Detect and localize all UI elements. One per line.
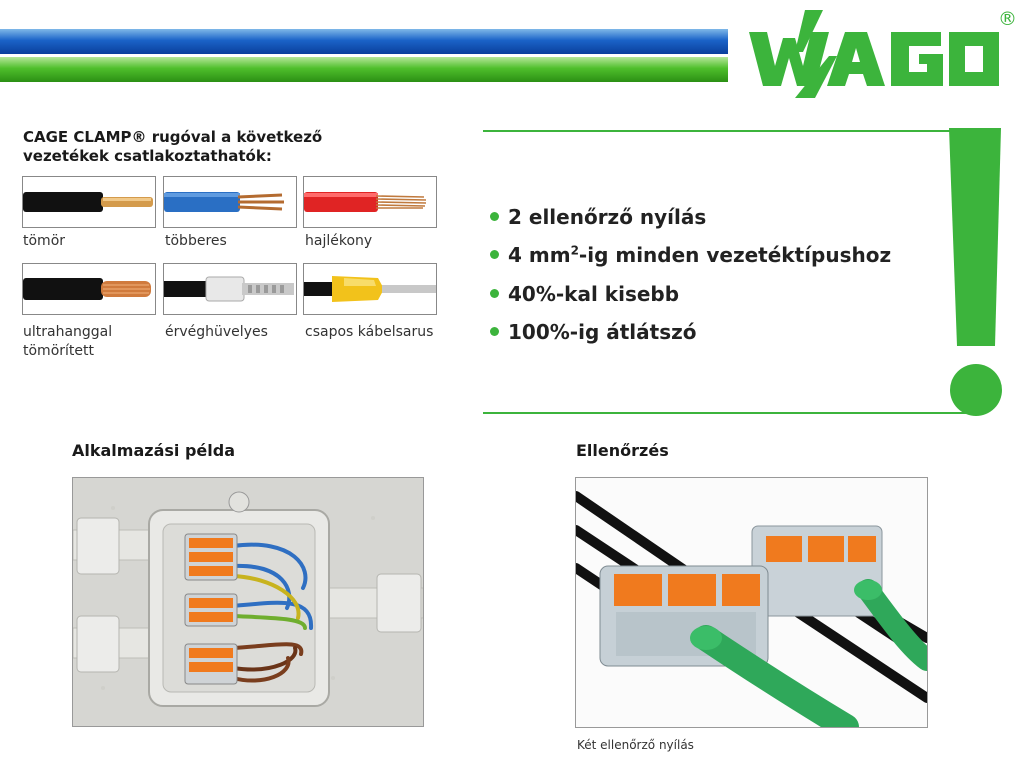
application-photo (72, 477, 424, 727)
wire-label-pin-terminal: csapos kábelsarus (305, 324, 434, 340)
feature-text-sup: 2 (570, 243, 579, 258)
bullet-icon (490, 289, 499, 298)
check-photo (575, 477, 928, 728)
registered-mark: ® (998, 8, 1017, 30)
solid-wire-icon (22, 176, 156, 228)
wire-label-ferrule: érvéghüvelyes (165, 324, 268, 340)
ultrasonic-compacted-wire-icon (22, 263, 156, 315)
feature-item: 100%-ig átlátszó (490, 320, 696, 344)
application-heading: Alkalmazási példa (72, 441, 235, 460)
header-green-stripe (0, 57, 728, 82)
wire-label-solid: tömör (23, 233, 66, 249)
feature-bottom-rule (483, 412, 977, 414)
wire-label-flexible: hajlékony (305, 233, 373, 249)
flexible-wire-icon (303, 176, 437, 228)
check-photo-caption: Két ellenőrző nyílás (577, 738, 694, 752)
wire-label-ultrasonic: ultrahanggal tömörített (23, 324, 113, 359)
feature-text: 2 ellenőrző nyílás (508, 205, 707, 229)
feature-item: 4 mm2-ig minden vezetéktípushoz (490, 243, 891, 267)
wago-logo: WAGO (749, 10, 999, 100)
bullet-icon (490, 212, 499, 221)
logo-text: WAGO (875, 97, 878, 100)
header-blue-stripe (0, 29, 728, 54)
stranded-wire-icon (163, 176, 297, 228)
feature-text-pre: 4 mm (508, 243, 571, 267)
bullet-icon (490, 327, 499, 336)
pin-terminal-wire-icon (303, 263, 437, 315)
feature-item: 40%-kal kisebb (490, 282, 679, 306)
check-heading: Ellenőrzés (576, 441, 669, 460)
feature-text: 40%-kal kisebb (508, 282, 680, 306)
cage-clamp-title: CAGE CLAMP® rugóval a következő vezetéke… (23, 128, 323, 165)
feature-top-rule (483, 130, 977, 132)
feature-text-post: -ig minden vezetéktípushoz (578, 243, 892, 267)
ferrule-wire-icon (163, 263, 297, 315)
wire-label-stranded: többeres (165, 233, 227, 249)
feature-text: 100%-ig átlátszó (508, 320, 697, 344)
bullet-icon (490, 250, 499, 259)
exclamation-icon (949, 128, 1002, 416)
feature-item: 2 ellenőrző nyílás (490, 205, 706, 229)
